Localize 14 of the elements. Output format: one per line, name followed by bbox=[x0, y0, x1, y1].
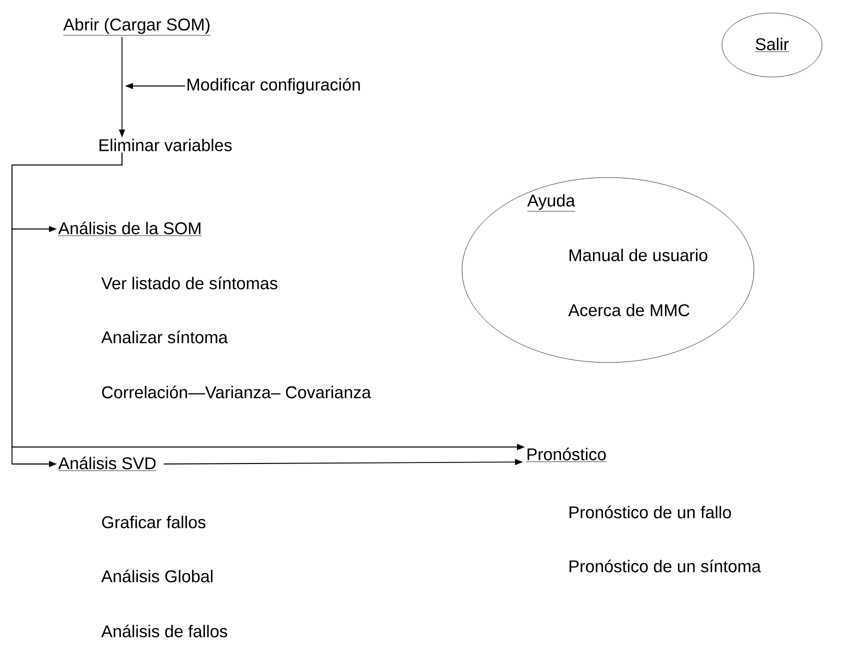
menu-heading: Análisis SVD bbox=[58, 456, 157, 471]
submenu-item: Pronóstico de un fallo bbox=[570, 506, 731, 518]
menu-heading: Abrir (Cargar SOM) bbox=[63, 18, 211, 36]
submenu-item: Graficar fallos bbox=[102, 516, 206, 528]
menu-heading: Análisis de la SOM bbox=[58, 222, 202, 236]
submenu-item: Análisis Global bbox=[101, 570, 212, 582]
submenu-item: Analizar síntoma bbox=[101, 330, 228, 344]
menu-item: Modificar configuración bbox=[188, 78, 360, 94]
menu-heading: Pronóstico bbox=[526, 448, 607, 462]
submenu-item: Ver listado de síntomas bbox=[101, 276, 278, 290]
submenu-item: Correlación—Varianza– Covarianza bbox=[102, 386, 372, 398]
submenu-item: Análisis de fallos bbox=[101, 624, 228, 638]
menu-item: Eliminar variables bbox=[100, 138, 232, 152]
submenu-item: Pronóstico de un síntoma bbox=[570, 560, 761, 572]
